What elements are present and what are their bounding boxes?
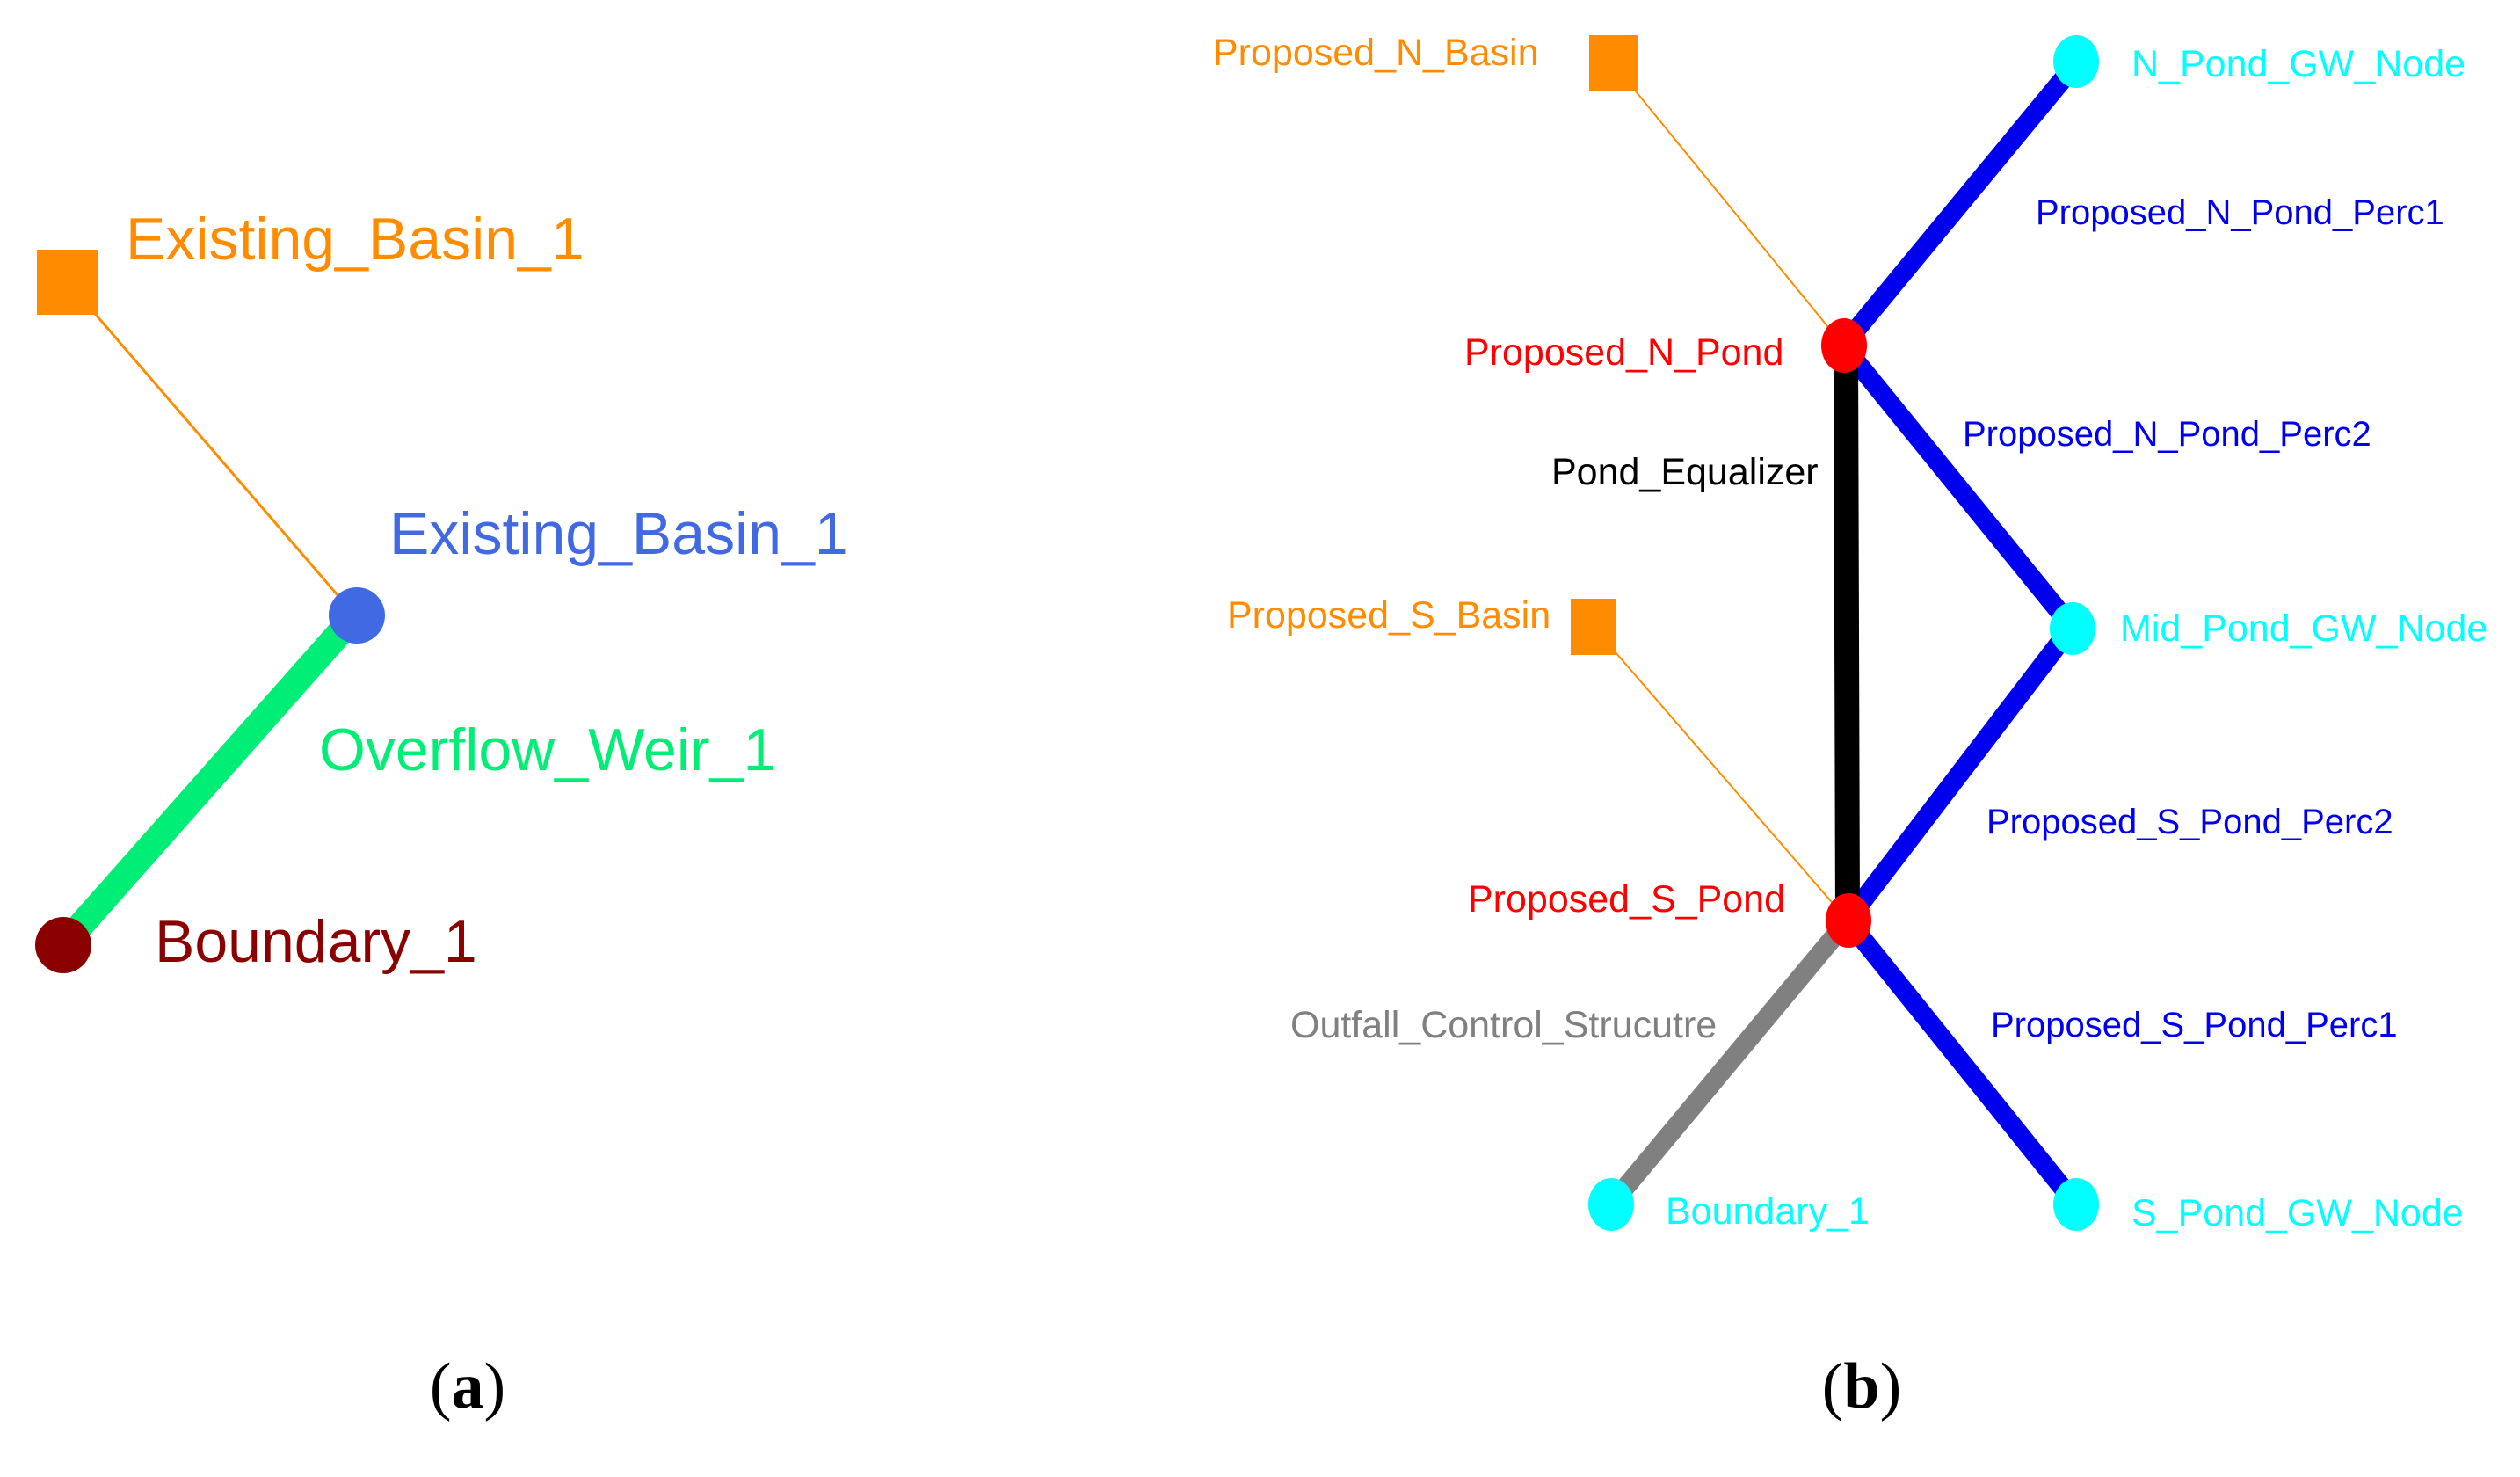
panel-a-caption-letter: a: [451, 1350, 484, 1422]
panel-a-caption: (a): [429, 1350, 506, 1422]
boundary-node-a[interactable]: [35, 917, 91, 973]
s-perc1-link[interactable]: [1840, 914, 2084, 1211]
s-perc2-label: Proposed_S_Pond_Perc2: [1986, 803, 2393, 841]
n-perc1-link[interactable]: [1835, 56, 2084, 353]
panel-a: Existing_Basin_1 Existing_Basin_1 Overfl…: [35, 206, 848, 975]
n-gw-node[interactable]: [2053, 35, 2099, 88]
panel-b: Proposed_N_Basin Proposed_S_Basin Propos…: [1213, 32, 2487, 1234]
equalizer-label: Pond_Equalizer: [1551, 451, 1819, 493]
outfall-control-link[interactable]: [1603, 913, 1856, 1211]
mid-gw-label: Mid_Pond_GW_Node: [2120, 608, 2487, 650]
n-basin-link[interactable]: [1612, 62, 1844, 346]
n-pond-label: Proposed_N_Pond: [1464, 331, 1783, 374]
existing-basin-node-label: Existing_Basin_1: [389, 500, 848, 567]
s-pond-node[interactable]: [1826, 893, 1871, 948]
n-perc1-label: Proposed_N_Pond_Perc1: [2036, 193, 2444, 232]
boundary-label-b: Boundary_1: [1666, 1190, 1870, 1233]
n-perc2-label: Proposed_N_Pond_Perc2: [1963, 415, 2371, 454]
panel-b-caption-letter: b: [1843, 1350, 1880, 1422]
panel-b-caption: (b): [1821, 1350, 1902, 1422]
overflow-weir-link[interactable]: [53, 607, 366, 954]
existing-basin-square[interactable]: [37, 250, 98, 315]
n-gw-label: N_Pond_GW_Node: [2131, 43, 2466, 85]
existing-basin-link[interactable]: [67, 282, 357, 616]
pond-equalizer-link[interactable]: [1834, 345, 1860, 921]
n-basin-label: Proposed_N_Basin: [1213, 32, 1539, 74]
s-gw-label: S_Pond_GW_Node: [2131, 1192, 2464, 1234]
s-perc1-label: Proposed_S_Pond_Perc1: [1991, 1006, 2398, 1044]
s-basin-square[interactable]: [1571, 599, 1616, 655]
existing-basin-node[interactable]: [329, 587, 385, 644]
mid-gw-node[interactable]: [2050, 602, 2095, 655]
s-basin-label: Proposed_S_Basin: [1227, 594, 1550, 637]
n-basin-square[interactable]: [1589, 35, 1638, 91]
outfall-label: Outfall_Control_Strucutre: [1290, 1004, 1717, 1046]
s-pond-label: Proposed_S_Pond: [1468, 878, 1785, 920]
s-perc2-link[interactable]: [1840, 621, 2080, 927]
n-pond-node[interactable]: [1821, 318, 1867, 373]
overflow-weir-label: Overflow_Weir_1: [319, 717, 776, 783]
boundary-label-a: Boundary_1: [155, 908, 477, 975]
existing-basin-square-label: Existing_Basin_1: [126, 206, 585, 273]
boundary-node-b[interactable]: [1588, 1178, 1634, 1231]
s-gw-node[interactable]: [2053, 1178, 2099, 1231]
n-perc2-link[interactable]: [1835, 339, 2080, 633]
s-basin-link[interactable]: [1592, 625, 1848, 921]
